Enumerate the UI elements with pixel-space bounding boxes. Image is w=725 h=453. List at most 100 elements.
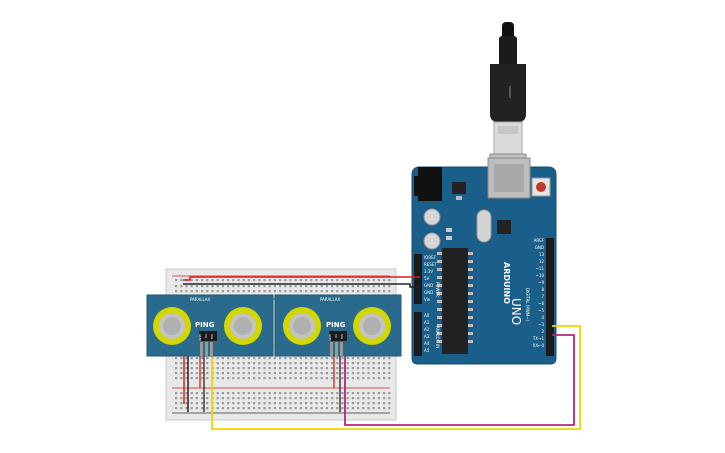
breadboard-hole — [289, 357, 292, 360]
breadboard-hole — [175, 362, 178, 365]
breadboard-hole — [305, 407, 308, 410]
breadboard-hole — [190, 367, 193, 370]
breadboard-hole — [195, 407, 198, 410]
breadboard-hole — [351, 392, 354, 395]
breadboard-hole — [284, 285, 287, 288]
breadboard-hole — [190, 357, 193, 360]
breadboard-hole — [216, 362, 219, 365]
breadboard-hole — [294, 285, 297, 288]
breadboard-hole — [367, 357, 370, 360]
breadboard-hole — [195, 290, 198, 293]
breadboard-hole — [273, 285, 276, 288]
breadboard-hole — [216, 377, 219, 380]
breadboard-hole — [325, 377, 328, 380]
breadboard-hole — [367, 362, 370, 365]
breadboard-hole — [351, 402, 354, 405]
breadboard-hole — [232, 285, 235, 288]
breadboard-hole — [279, 367, 282, 370]
breadboard-hole — [341, 392, 344, 395]
breadboard-hole — [216, 372, 219, 375]
breadboard-hole — [227, 285, 230, 288]
breadboard-hole — [388, 367, 391, 370]
breadboard-hole — [273, 372, 276, 375]
breadboard-hole — [362, 285, 365, 288]
breadboard-hole — [232, 377, 235, 380]
breadboard-hole — [372, 407, 375, 410]
breadboard-hole — [253, 407, 256, 410]
breadboard-hole — [221, 402, 224, 405]
breadboard-hole — [289, 362, 292, 365]
arduino-uno-board: ARDUINO UNO POWER ANALOG IN DIGITAL (PWM… — [411, 157, 557, 365]
breadboard-hole — [175, 372, 178, 375]
analog-pin-label-0: A0 — [424, 313, 430, 318]
breadboard-hole — [346, 377, 349, 380]
breadboard-hole — [175, 377, 178, 380]
breadboard-hole — [362, 402, 365, 405]
breadboard-hole — [273, 377, 276, 380]
breadboard-hole — [372, 367, 375, 370]
breadboard-hole — [383, 402, 386, 405]
breadboard-hole — [294, 392, 297, 395]
breadboard-hole — [336, 367, 339, 370]
breadboard-hole — [237, 362, 240, 365]
breadboard-hole — [377, 362, 380, 365]
breadboard-hole — [273, 279, 276, 282]
breadboard-hole — [289, 285, 292, 288]
breadboard-hole — [310, 367, 313, 370]
breadboard-hole — [289, 372, 292, 375]
breadboard-hole — [341, 372, 344, 375]
breadboard-hole — [320, 392, 323, 395]
breadboard-hole — [195, 367, 198, 370]
breadboard-hole — [247, 357, 250, 360]
breadboard-hole — [258, 290, 261, 293]
breadboard-hole — [175, 402, 178, 405]
breadboard-hole — [258, 377, 261, 380]
breadboard-hole — [211, 290, 214, 293]
breadboard-hole — [357, 377, 360, 380]
breadboard-hole — [242, 285, 245, 288]
breadboard-hole — [388, 279, 391, 282]
breadboard-hole — [310, 397, 313, 400]
breadboard-hole — [289, 397, 292, 400]
analog-pin-label-1: A1 — [424, 320, 430, 325]
breadboard-hole — [232, 372, 235, 375]
breadboard-hole — [289, 392, 292, 395]
digital-pin-label-12: ~3 — [538, 322, 544, 327]
breadboard-hole — [263, 285, 266, 288]
breadboard-hole — [268, 367, 271, 370]
breadboard-hole — [372, 357, 375, 360]
breadboard-hole — [190, 285, 193, 288]
breadboard-hole — [175, 285, 178, 288]
breadboard-hole — [377, 357, 380, 360]
analog-pin-label-3: A3 — [424, 334, 430, 339]
breadboard-hole — [185, 367, 188, 370]
breadboard-hole — [221, 367, 224, 370]
breadboard-hole — [367, 285, 370, 288]
breadboard-hole — [185, 285, 188, 288]
breadboard-hole — [273, 362, 276, 365]
breadboard-hole — [279, 377, 282, 380]
breadboard-hole — [258, 407, 261, 410]
breadboard-hole — [320, 362, 323, 365]
breadboard-hole — [195, 402, 198, 405]
breadboard-hole — [195, 362, 198, 365]
breadboard-hole — [331, 357, 334, 360]
breadboard-hole — [227, 362, 230, 365]
breadboard-hole — [299, 367, 302, 370]
sensor-2-brand: PARALLAX — [320, 297, 341, 302]
breadboard-hole — [253, 290, 256, 293]
breadboard-hole — [372, 392, 375, 395]
breadboard-hole — [206, 290, 209, 293]
breadboard-hole — [294, 357, 297, 360]
breadboard-hole — [273, 392, 276, 395]
breadboard-hole — [346, 402, 349, 405]
breadboard-hole — [320, 402, 323, 405]
breadboard-hole — [190, 362, 193, 365]
breadboard-hole — [383, 397, 386, 400]
power-pin-label-1: RESET — [424, 262, 437, 267]
breadboard-hole — [190, 407, 193, 410]
breadboard-hole — [227, 397, 230, 400]
breadboard-hole — [372, 285, 375, 288]
breadboard-hole — [305, 392, 308, 395]
breadboard-hole — [383, 372, 386, 375]
